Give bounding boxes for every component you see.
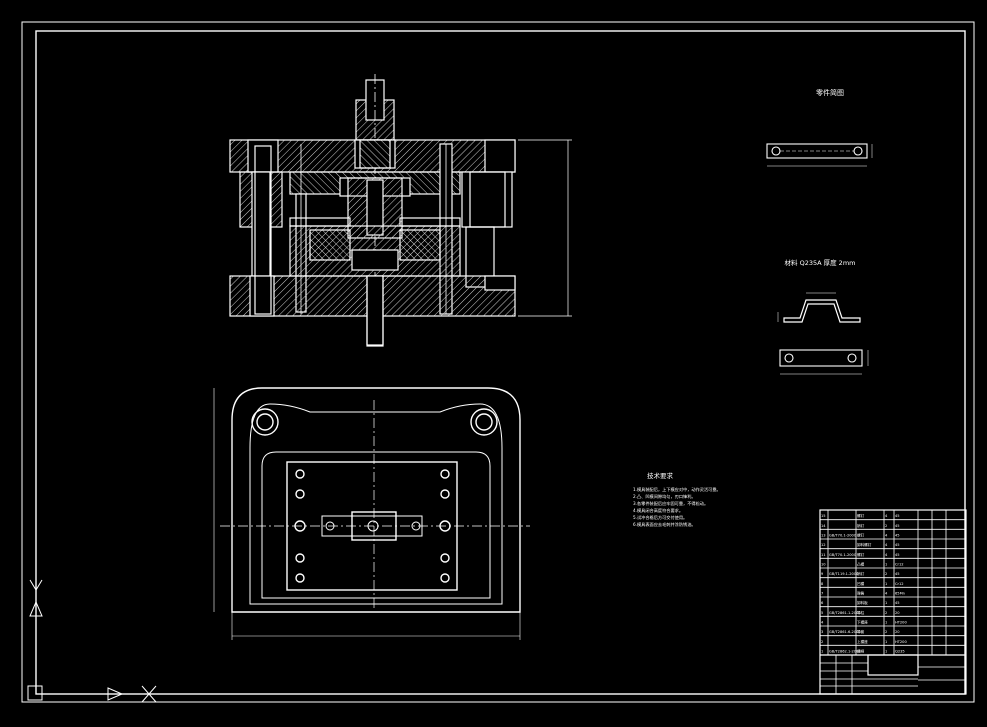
bom-cell: 13 [821,534,826,538]
bom-cell: 7 [821,592,823,596]
bom-cell: 弹簧 [857,591,865,596]
bom-cell: 4 [885,592,888,596]
inner-frame [35,30,966,695]
bom-cell: 下模座 [857,620,868,625]
bom-cell: 65Mn [895,592,905,596]
bom-cell: 1 [885,621,887,625]
tech-req-title: 技术要求 [647,471,674,480]
bom-cell: GB/T70.1-2000 [829,534,857,538]
bom-cell: 1 [885,582,887,586]
bom-cell: GB/T119.1-2000 [829,572,859,576]
bom-cell: 4 [885,553,888,557]
bom-cell: 销钉 [857,571,865,576]
bom-cell: 5 [821,611,823,615]
part-view-title: 零件简图 [816,88,844,97]
bom-cell: GB/T2861.1-2008 [829,611,861,615]
bom-cell: 45 [895,572,900,576]
guide-hole-right [470,408,498,436]
bom-cell: 2 [885,630,887,634]
bom-cell: 1 [821,650,823,654]
bom-cell: Cr12 [895,563,904,567]
bom-cell: 45 [895,524,900,528]
bom-cell: 凹模 [857,581,865,586]
bom-cell: 2 [821,640,823,644]
bom-cell: 卸料螺钉 [857,542,872,547]
bom-cell: 1 [885,563,887,567]
bom-cell: 45 [895,543,900,547]
tech-req-list: 1.模具装配后，上下模应对中，动作灵活可靠。 2.凸、凹模间隙均匀，刃口锋利。 … [633,486,721,528]
part-sketch-top [766,143,873,167]
bom-cell: 14 [821,524,826,528]
bom-cell: 卸料板 [857,600,868,605]
bom-cell: 3 [821,630,823,634]
bom-cell: Q235 [895,650,905,654]
bom-cell: 45 [895,601,900,605]
ucs-axis-icon [27,579,157,703]
tech-req-line: 5.试冲合格后方可交付使用。 [633,514,687,521]
part-sketch-flat [779,349,869,375]
tech-req-line: 6.模具表面应去毛刺并涂防锈油。 [633,521,696,528]
bom-cell: GB/T2862.1-2008 [829,650,861,654]
bom-cell: 螺钉 [857,513,865,518]
tech-req-line: 4.模具闭合高度符合要求。 [633,507,683,514]
bom-cell: 12 [821,543,826,547]
die-set-outline [231,387,521,613]
tech-req-line: 1.模具装配后，上下模应对中，动作灵活可靠。 [633,486,721,493]
bom-cell: 4 [885,514,888,518]
bom-cell: 4 [885,534,888,538]
tech-req-line: 2.凸、凹模间隙均匀，刃口锋利。 [633,493,696,500]
plan-view[interactable] [213,387,530,640]
bom-cell: Cr12 [895,582,904,586]
bom-cell: 上模座 [857,639,868,644]
bom-cell: 1 [885,650,887,654]
bom-cell: 螺钉 [857,533,865,538]
front-section-view[interactable] [229,74,572,347]
bom-cell: 15 [821,514,826,518]
bom-cell: HT200 [895,640,907,644]
guide-pillar-left [254,145,272,315]
bom-cell: 销钉 [857,523,865,528]
bom-cell: 2 [885,524,887,528]
bom-cell: 螺钉 [857,552,865,557]
guide-hole-left [251,408,279,436]
bom-cell: 导套 [857,629,865,634]
bom-cell: 凸模 [857,562,865,567]
bom-cell: 2 [885,572,887,576]
bom-cell: GB/T2861.6-2008 [829,630,861,634]
bom-cell: 20 [895,611,900,615]
bom-cell: 1 [885,640,887,644]
bom-cell: 9 [821,572,824,576]
part-sketch-side [777,292,861,323]
bom-cell: 20 [895,630,900,634]
bom-cell: GB/T70.1-2000 [829,553,857,557]
bom-cell: 4 [885,543,888,547]
material-note: 材料 Q235A 厚度 2mm [785,258,856,267]
bom-cell: 8 [821,582,824,586]
bom-cell: 模柄 [857,649,865,654]
bom-cell: 4 [821,621,824,625]
bom-cell: 45 [895,514,900,518]
bom-cell: 1 [885,601,887,605]
bom-cell: 导柱 [857,610,865,615]
bom-cell: 2 [885,611,887,615]
bom-cell: 45 [895,534,900,538]
outer-frame [21,21,975,703]
bom-cell: HT200 [895,621,907,625]
bom-cell: 6 [821,601,824,605]
tech-req-line: 3.各零件装配后应牢固可靠，不得松动。 [633,500,708,507]
bom-cell: 45 [895,553,900,557]
bom-cell: 11 [821,553,826,557]
bom-cell: 10 [821,563,826,567]
